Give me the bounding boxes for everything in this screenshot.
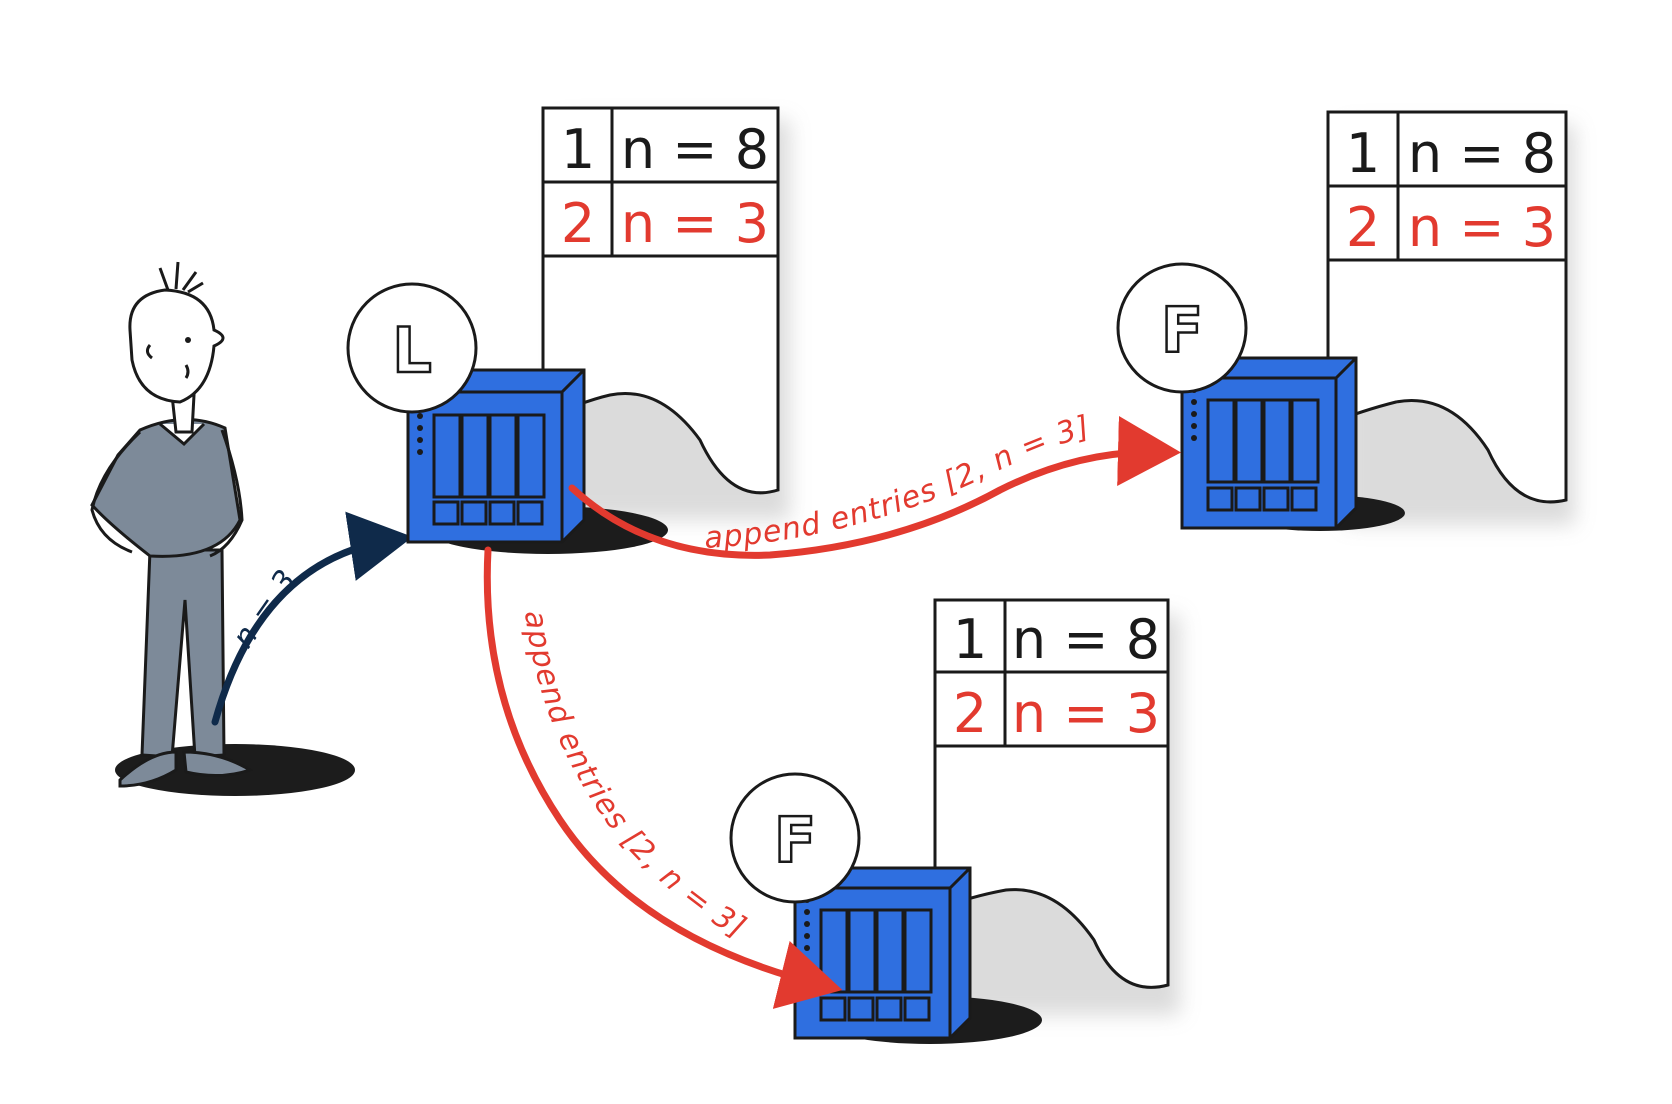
leader-log-index-2: 2	[561, 192, 595, 255]
leader-server	[406, 368, 586, 544]
follower-bottom-badge-letter: F	[774, 804, 816, 877]
client-shoe-right	[182, 750, 254, 778]
client-torso	[90, 418, 242, 558]
follower-right-log-index-2: 2	[1346, 196, 1380, 259]
follower-bottom-badge	[729, 772, 861, 904]
append-entries-arrow-bottom	[483, 546, 843, 1009]
follower-bottom-log-entry-2: n = 3	[1012, 682, 1160, 745]
client-legs	[140, 548, 226, 759]
follower-bottom-log-entry-1: n = 8	[1012, 608, 1160, 671]
follower-bottom-log-paper	[933, 598, 1170, 989]
follower-right-log-entry-1: n = 8	[1408, 122, 1556, 185]
leader-log-entry-1: n = 8	[621, 118, 769, 181]
leader-badge-letter: L	[392, 314, 432, 387]
follower-right-node: 1 n = 8 2 n = 3 F	[1116, 110, 1575, 531]
follower-bottom-log-index-2: 2	[953, 682, 987, 745]
client-request-label: n = 3	[226, 563, 305, 655]
leader-log-entry-2: n = 3	[621, 192, 769, 255]
follower-right-badge-letter: F	[1161, 294, 1203, 367]
client-request-arrow	[211, 511, 413, 726]
follower-right-log-entry-2: n = 3	[1408, 196, 1556, 259]
append-entries-arrow-right	[568, 415, 1181, 559]
client-person	[90, 261, 355, 796]
follower-right-badge	[1116, 262, 1248, 394]
client-head	[128, 288, 225, 404]
follower-right-log-paper	[1326, 110, 1568, 504]
append-entries-label-bottom: append entries [2, n = 3]	[517, 608, 752, 945]
leader-log-index-1: 1	[561, 118, 595, 181]
client-shoe-left	[118, 750, 178, 788]
follower-bottom-log-index-1: 1	[953, 608, 987, 671]
follower-right-log-index-1: 1	[1346, 122, 1380, 185]
leader-badge	[346, 282, 478, 414]
